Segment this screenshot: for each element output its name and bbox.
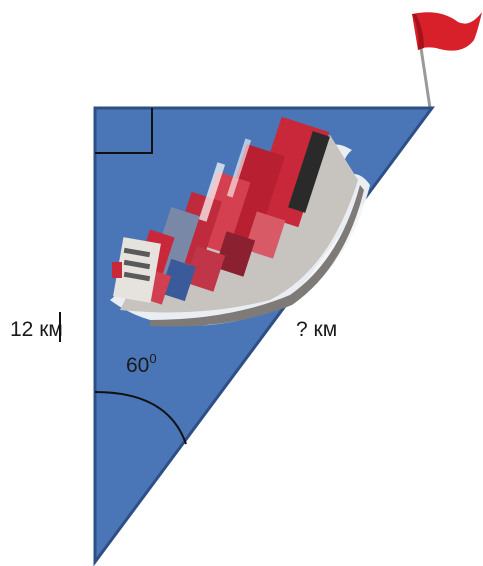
- hypotenuse-label: ? км: [296, 318, 337, 341]
- angle-value: 60: [126, 354, 149, 377]
- angle-arc: [94, 391, 187, 445]
- angle-label: 600: [126, 351, 157, 377]
- right-angle-mark: [95, 108, 153, 154]
- angle-degree-sup: 0: [149, 351, 156, 366]
- side-length-label: 12 км: [10, 318, 63, 341]
- flag-icon: [412, 12, 482, 109]
- ship-icon: [110, 116, 370, 327]
